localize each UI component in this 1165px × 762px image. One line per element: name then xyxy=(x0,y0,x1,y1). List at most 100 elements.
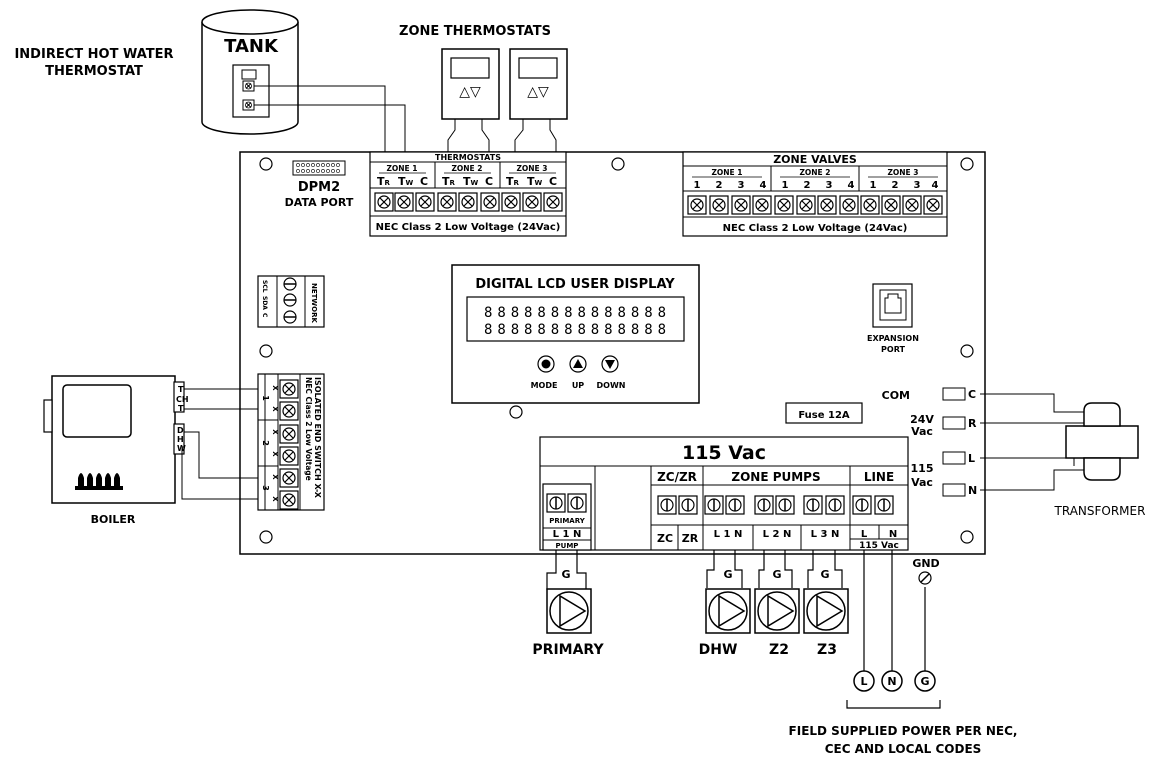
thermostats-terminal-block: THERMOSTATS ZONE 1 ZONE 2 ZONE 3 TR TW C… xyxy=(369,151,567,237)
z2-pump-icon xyxy=(754,588,800,634)
svg-text:G: G xyxy=(920,675,929,688)
terminal-screw xyxy=(283,310,297,324)
terminal-screw xyxy=(678,495,698,515)
terminal-screw xyxy=(283,277,297,291)
aquastat-terminal xyxy=(242,99,255,111)
up-button[interactable] xyxy=(569,355,587,373)
terminal-screw xyxy=(754,495,774,515)
data-port-pins xyxy=(296,163,340,173)
terminal-screw xyxy=(704,495,724,515)
network-label: NETWORK xyxy=(310,283,318,323)
line-voltage-block: 115 Vac ZC/ZR ZONE PUMPS LINE ZC ZR L 1 … xyxy=(539,436,909,551)
wire xyxy=(181,446,258,500)
svg-text:1: 1 xyxy=(870,180,877,191)
zr-label: ZR xyxy=(682,532,699,545)
svg-text:X: X xyxy=(271,496,279,502)
primary-l1n-label: L 1 N xyxy=(553,529,582,540)
fuse-label: Fuse 12A xyxy=(798,410,850,421)
terminal-screw xyxy=(279,446,299,466)
z2-pump-label: Z2 xyxy=(769,642,789,658)
pump-small-label: PUMP xyxy=(556,542,579,550)
svg-text:C: C xyxy=(420,175,428,188)
aquastat-terminal xyxy=(242,80,255,92)
mode-button[interactable] xyxy=(537,355,555,373)
z3-pump-label: Z3 xyxy=(817,642,837,658)
svg-text:SCL: SCL xyxy=(261,280,268,293)
svg-text:3: 3 xyxy=(261,485,270,491)
terminal-screw xyxy=(394,192,414,212)
svg-text:SDA: SDA xyxy=(261,296,268,310)
svg-text:3: 3 xyxy=(914,180,921,191)
terminal-screw xyxy=(709,195,729,215)
svg-text:H: H xyxy=(177,435,184,444)
mounting-hole xyxy=(509,405,523,419)
svg-text:X: X xyxy=(271,474,279,480)
l1n-label: L 1 N xyxy=(714,529,743,540)
thermostats-header: THERMOSTATS xyxy=(435,153,501,162)
field-g-connector: G xyxy=(914,670,936,692)
terminal-screw xyxy=(775,495,795,515)
zone-3-label: ZONE 3 xyxy=(887,168,918,177)
tank-label: TANK xyxy=(224,36,279,57)
terminal-screw xyxy=(874,495,894,515)
svg-text:2: 2 xyxy=(892,180,899,191)
svg-text:2: 2 xyxy=(804,180,811,191)
field-n-connector: N xyxy=(881,670,903,692)
zc-zr-label: ZC/ZR xyxy=(657,470,697,484)
svg-text:4: 4 xyxy=(932,180,939,191)
thermostat-arrows: △▽ xyxy=(459,84,481,100)
field-power-wires xyxy=(863,550,926,671)
svg-text:X: X xyxy=(271,429,279,435)
terminal-screw xyxy=(687,195,707,215)
svg-text:G: G xyxy=(561,568,570,581)
l3n-label: L 3 N xyxy=(811,529,840,540)
indirect-thermostat-label: INDIRECT HOT WATER THERMOSTAT xyxy=(14,47,173,79)
terminal-screw xyxy=(458,192,478,212)
terminal-screw xyxy=(796,195,816,215)
terminal-screw xyxy=(279,401,299,421)
n-terminal-label: N xyxy=(968,484,977,497)
mounting-hole xyxy=(611,157,625,171)
svg-text:TW: TW xyxy=(527,175,543,188)
svg-text:X: X xyxy=(271,451,279,457)
mounting-hole xyxy=(960,157,974,171)
expansion-port: EXPANSION PORT xyxy=(867,283,919,354)
svg-text:C: C xyxy=(485,175,493,188)
svg-text:C: C xyxy=(261,313,268,318)
zone-1-label: ZONE 1 xyxy=(386,164,417,173)
data-port-label: DATA PORT xyxy=(285,196,354,209)
svg-text:2: 2 xyxy=(716,180,723,191)
dhw-pump-label: DHW xyxy=(699,642,738,658)
mounting-hole xyxy=(960,344,974,358)
mode-label: MODE xyxy=(531,381,558,390)
dpm2-data-port: DPM2 DATA PORT xyxy=(285,160,354,209)
svg-text:N: N xyxy=(887,675,896,688)
thermostat-wires xyxy=(447,119,557,152)
down-button[interactable] xyxy=(601,355,619,373)
terminal-screw xyxy=(437,192,457,212)
boiler: BOILER T CH T D H W xyxy=(43,375,189,526)
mounting-hole xyxy=(259,344,273,358)
dhw-pump-icon xyxy=(705,588,751,634)
svg-text:1: 1 xyxy=(261,395,270,401)
transformer-terminals: COM 24V Vac 115 Vac C R L N xyxy=(882,387,977,497)
svg-text:3: 3 xyxy=(738,180,745,191)
terminal-screw xyxy=(480,192,500,212)
gnd-label: GND xyxy=(912,557,939,570)
nec-class2-label: NEC Class 2 Low Voltage (24Vac) xyxy=(376,222,561,233)
terminal-screw xyxy=(546,493,566,513)
mounting-hole xyxy=(960,530,974,544)
isolated-end-switch-block: 1 2 3 X X X X X X NEC Class 2 Low Voltag… xyxy=(257,373,325,511)
svg-text:G: G xyxy=(723,568,732,581)
terminal-screw xyxy=(279,468,299,488)
v24-label: 24V xyxy=(910,413,934,426)
port-label: PORT xyxy=(881,345,905,354)
terminal-screw xyxy=(657,495,677,515)
dpm2-label: DPM2 xyxy=(298,180,340,195)
burner xyxy=(75,473,123,490)
svg-text:TR: TR xyxy=(442,175,456,188)
zone-valves-header: ZONE VALVES xyxy=(773,153,857,166)
terminal-screw xyxy=(774,195,794,215)
zone-thermostats-label: ZONE THERMOSTATS xyxy=(399,24,551,39)
field-power-label-1: FIELD SUPPLIED POWER PER NEC, xyxy=(789,724,1018,738)
